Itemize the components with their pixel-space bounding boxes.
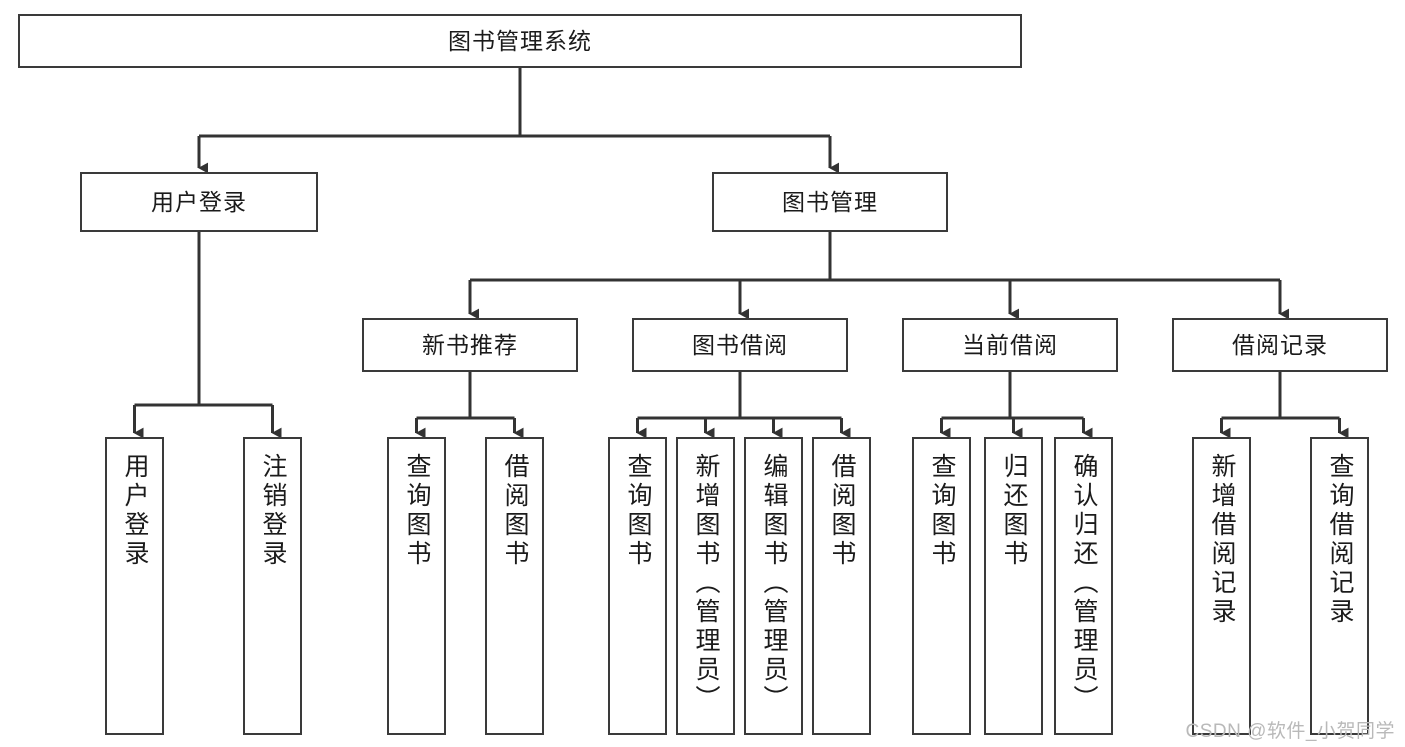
leaf-query-book-3-label: 查询图书: [928, 453, 956, 569]
node-new-book-recommend[interactable]: 新书推荐: [362, 318, 578, 372]
leaf-query-book-3[interactable]: 查询图书: [912, 437, 971, 735]
leaf-borrow-book-2[interactable]: 借阅图书: [812, 437, 871, 735]
leaf-add-book[interactable]: 新增图书（管理员）: [676, 437, 735, 735]
leaf-add-record[interactable]: 新增借阅记录: [1192, 437, 1251, 735]
leaf-query-record-label: 查询借阅记录: [1326, 453, 1354, 627]
leaf-edit-book[interactable]: 编辑图书（管理员）: [744, 437, 803, 735]
leaf-add-book-label: 新增图书（管理员）: [692, 453, 720, 714]
node-user-login-label: 用户登录: [151, 188, 247, 215]
node-user-login[interactable]: 用户登录: [80, 172, 318, 232]
leaf-query-book-1-label: 查询图书: [403, 453, 431, 569]
leaf-query-book-2-label: 查询图书: [624, 453, 652, 569]
leaf-borrow-book-2-label: 借阅图书: [828, 453, 856, 569]
node-new-book-recommend-label: 新书推荐: [422, 331, 518, 358]
leaf-borrow-book-1[interactable]: 借阅图书: [485, 437, 544, 735]
node-borrow-record-label: 借阅记录: [1232, 331, 1328, 358]
leaf-confirm-return-label: 确认归还（管理员）: [1070, 453, 1098, 714]
csdn-watermark: CSDN @软件_小贺同学: [1185, 721, 1395, 742]
node-borrow-record[interactable]: 借阅记录: [1172, 318, 1388, 372]
leaf-borrow-book-1-label: 借阅图书: [501, 453, 529, 569]
leaf-query-record[interactable]: 查询借阅记录: [1310, 437, 1369, 735]
leaf-return-book-label: 归还图书: [1000, 453, 1028, 569]
node-book-borrow-label: 图书借阅: [692, 331, 788, 358]
node-root[interactable]: 图书管理系统: [18, 14, 1022, 68]
leaf-return-book[interactable]: 归还图书: [984, 437, 1043, 735]
node-book-borrow[interactable]: 图书借阅: [632, 318, 848, 372]
leaf-user-login-label: 用户登录: [121, 453, 149, 569]
leaf-add-record-label: 新增借阅记录: [1208, 453, 1236, 627]
leaf-logout-label: 注销登录: [259, 453, 287, 569]
leaf-logout[interactable]: 注销登录: [243, 437, 302, 735]
node-current-borrow[interactable]: 当前借阅: [902, 318, 1118, 372]
node-current-borrow-label: 当前借阅: [962, 331, 1058, 358]
node-book-manage-label: 图书管理: [782, 188, 878, 215]
node-root-label: 图书管理系统: [448, 27, 592, 54]
node-book-manage[interactable]: 图书管理: [712, 172, 948, 232]
leaf-confirm-return[interactable]: 确认归还（管理员）: [1054, 437, 1113, 735]
leaf-user-login[interactable]: 用户登录: [105, 437, 164, 735]
leaf-edit-book-label: 编辑图书（管理员）: [760, 453, 788, 714]
leaf-query-book-2[interactable]: 查询图书: [608, 437, 667, 735]
leaf-query-book-1[interactable]: 查询图书: [387, 437, 446, 735]
